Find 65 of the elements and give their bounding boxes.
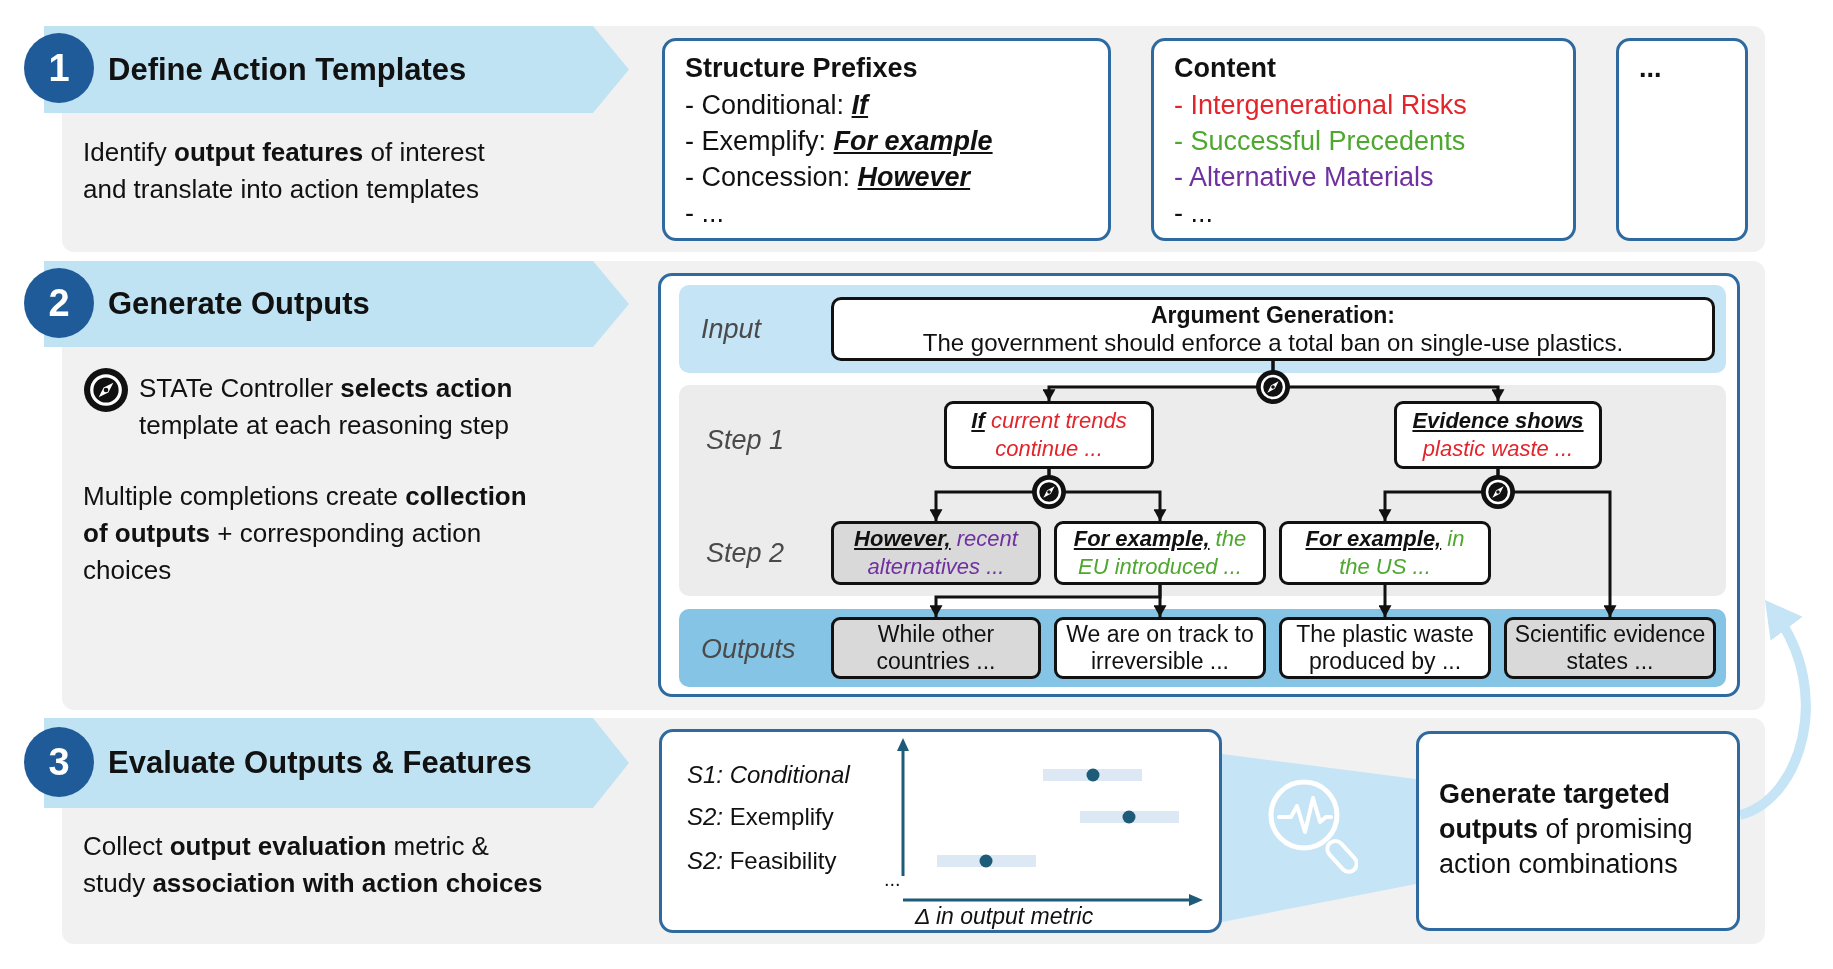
list-item: - Concession: However — [685, 161, 971, 194]
list-item: - Exemplify: For example — [685, 125, 993, 158]
output-text: While other countries ... — [875, 621, 997, 675]
reasoning-step-box — [1279, 521, 1491, 585]
chart-label: Δ in output metric — [915, 902, 1094, 930]
prompt-text: The government should enforce a total ban on single-use plastics. — [922, 329, 1624, 356]
result-text: Generate targeted outputs of promising action combinations — [1439, 778, 1694, 881]
connector-arrow — [1378, 585, 1392, 617]
connector-arrow — [1496, 469, 1617, 617]
step-number: 2 — [48, 284, 70, 322]
list-item: - Successful Precedents — [1174, 125, 1466, 158]
prompt-heading: Argument Generation: — [1150, 302, 1396, 329]
step-text: For example, in the US ... — [1304, 525, 1466, 581]
card-heading: Structure Prefixes — [685, 52, 918, 85]
row-band — [679, 385, 1726, 596]
step-text: If current trends continue ... — [970, 407, 1128, 463]
output-text: Scientific evidence states ... — [1513, 621, 1707, 675]
row-label: Step 2 — [706, 537, 785, 569]
step-text: However, recent alternatives ... — [853, 525, 1020, 581]
flow-panel — [658, 273, 1740, 697]
output-box — [1054, 617, 1266, 679]
reasoning-step-box — [831, 521, 1041, 585]
card-heading: Content — [1174, 52, 1276, 85]
output-box — [1504, 617, 1716, 679]
description-text: Identify output features of interest and translate into action templates — [83, 136, 486, 206]
template-card — [662, 38, 1111, 241]
chart-label: S1: Conditional — [687, 761, 850, 789]
row-label: Input — [701, 313, 762, 345]
list-item: - Intergenerational Risks — [1174, 89, 1467, 122]
connector-arrow — [1153, 585, 1167, 617]
step-title: Generate Outputs — [108, 284, 370, 323]
chart-label: S2: Feasibility — [687, 847, 837, 875]
curved-arrow — [1738, 599, 1811, 820]
result-card — [1416, 731, 1740, 931]
row-band — [679, 609, 1726, 687]
reasoning-step-box — [944, 401, 1154, 469]
row-label: Step 1 — [706, 424, 785, 456]
reasoning-step-box — [1394, 401, 1602, 469]
description-text: Collect output evaluation metric & study association with action choices — [83, 830, 544, 900]
list-item: - Alternative Materials — [1174, 161, 1434, 194]
output-text: The plastic waste produced by ... — [1295, 621, 1475, 675]
connector-arrow — [1271, 361, 1505, 401]
description-text: Multiple completions create collection of outputs + corresponding action choices — [83, 480, 528, 587]
step-text: For example, the EU introduced ... — [1072, 525, 1248, 581]
card-heading: ... — [1639, 52, 1662, 85]
template-card — [1151, 38, 1576, 241]
step-title: Define Action Templates — [108, 50, 467, 89]
output-box — [1279, 617, 1491, 679]
row-label: Outputs — [701, 633, 796, 665]
chart-label: S2: Exemplify — [687, 803, 834, 831]
output-box — [831, 617, 1041, 679]
step-number: 3 — [48, 743, 70, 781]
reasoning-step-box — [1054, 521, 1266, 585]
description-text: STATe Controller selects action template at each reasoning step — [139, 372, 514, 442]
list-item: - Conditional: If — [685, 89, 869, 122]
step-text: Evidence shows plastic waste ... — [1411, 407, 1585, 463]
template-card — [1616, 38, 1748, 241]
prompt-box — [831, 297, 1715, 361]
row-band — [679, 285, 1726, 373]
list-item: - ... — [1174, 197, 1213, 230]
step-number: 1 — [48, 49, 70, 87]
output-text: We are on track to irreversible ... — [1065, 621, 1255, 675]
list-item: - ... — [685, 197, 724, 230]
funnel-connector — [1222, 754, 1416, 922]
step-title: Evaluate Outputs & Features — [108, 743, 532, 782]
